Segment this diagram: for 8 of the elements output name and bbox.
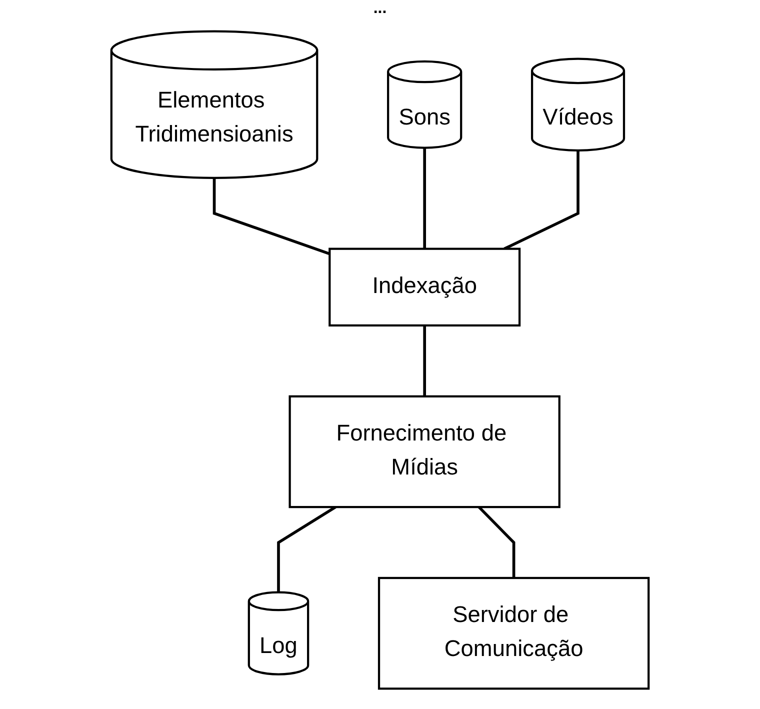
connector [478, 506, 516, 578]
connector [212, 178, 330, 256]
node-box: Fornecimento de Mídias [288, 395, 560, 508]
node-box: Servidor de Comunicação [378, 576, 650, 690]
connector [423, 148, 426, 249]
connector [423, 325, 426, 396]
node-box: Indexação [328, 248, 521, 326]
ellipsis-note: ... [373, 0, 387, 17]
